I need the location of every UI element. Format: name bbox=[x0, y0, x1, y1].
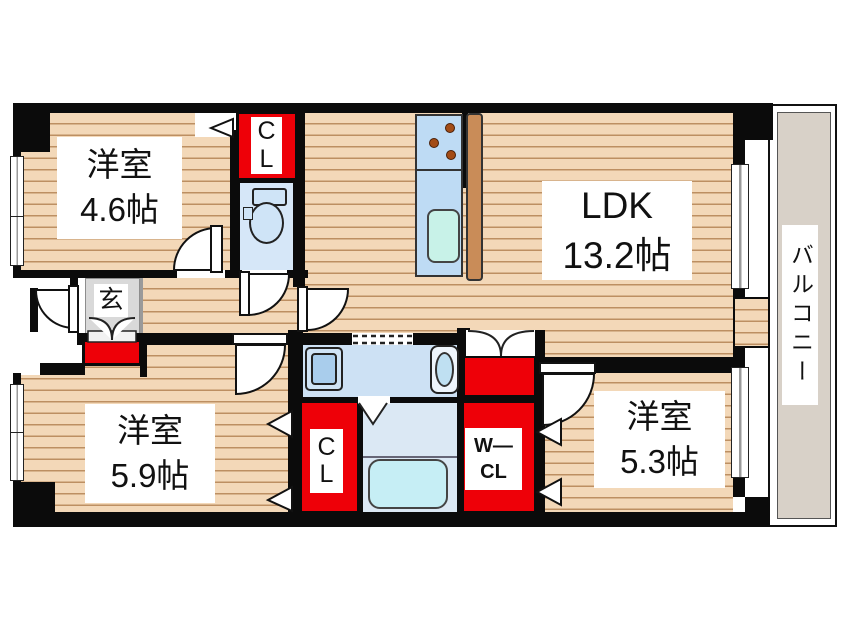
wall bbox=[287, 333, 352, 345]
bathtub-icon bbox=[368, 459, 448, 509]
wall bbox=[40, 363, 85, 375]
walk-in-closet-label: W― CL bbox=[465, 428, 522, 490]
shoe-cabinet-box bbox=[82, 339, 142, 366]
closet-label-text: C bbox=[257, 117, 276, 145]
window bbox=[10, 156, 24, 217]
wall bbox=[13, 270, 177, 278]
wall bbox=[545, 357, 595, 363]
closet-label-text: W― bbox=[474, 435, 513, 457]
closet-label-text: C bbox=[317, 432, 336, 461]
bathroom-divider-line bbox=[363, 456, 457, 458]
closet-label-text: CL bbox=[480, 461, 507, 483]
wall bbox=[70, 275, 78, 290]
closet-b-label: C L bbox=[310, 429, 343, 493]
vanity-basin bbox=[435, 352, 454, 387]
wall bbox=[460, 395, 540, 403]
stove-burner-icon bbox=[445, 123, 455, 133]
closet-label-text: L bbox=[259, 144, 274, 173]
door-leaf bbox=[232, 333, 288, 345]
room-size: 13.2帖 bbox=[562, 234, 672, 276]
toilet-bowl-icon bbox=[249, 202, 284, 244]
room-label-bedroom-a: 洋室 4.6帖 bbox=[57, 137, 182, 239]
wall bbox=[733, 287, 745, 297]
entrance-label-text: 玄 bbox=[98, 285, 124, 314]
room-name: 洋室 bbox=[117, 411, 183, 449]
room-name: 洋室 bbox=[86, 146, 153, 184]
wall bbox=[140, 333, 147, 377]
wall bbox=[595, 357, 745, 373]
closet-a-label: C L bbox=[251, 117, 282, 174]
window bbox=[10, 384, 24, 433]
balcony-partition-box bbox=[733, 297, 770, 348]
wall bbox=[230, 130, 240, 278]
room-size: 4.6帖 bbox=[80, 191, 159, 228]
window bbox=[10, 432, 24, 481]
room-name: LDK bbox=[581, 184, 653, 226]
room-label-ldk: LDK 13.2帖 bbox=[542, 181, 692, 280]
entrance-exterior-notch bbox=[13, 275, 83, 375]
wall bbox=[13, 103, 766, 113]
wall-corner bbox=[733, 103, 773, 140]
balcony-window-bedroom-c bbox=[731, 367, 749, 478]
wall bbox=[13, 478, 21, 484]
ldk-closet-box bbox=[462, 355, 537, 398]
stove-burner-icon bbox=[429, 138, 439, 148]
wall bbox=[357, 403, 363, 512]
room-size: 5.9帖 bbox=[110, 456, 190, 494]
washing-machine-drum bbox=[311, 353, 337, 385]
kitchen-counter-divider bbox=[416, 169, 462, 171]
wall bbox=[390, 397, 465, 403]
floor-hallway bbox=[140, 278, 305, 333]
window bbox=[10, 216, 24, 266]
wall bbox=[462, 113, 468, 188]
wall bbox=[13, 263, 21, 275]
wall bbox=[13, 512, 770, 527]
wall bbox=[733, 348, 745, 372]
wall-corner bbox=[13, 103, 50, 152]
wall-corner bbox=[13, 482, 55, 527]
wall-corner bbox=[745, 497, 770, 527]
room-size: 5.3帖 bbox=[620, 442, 699, 480]
closet-label-text: L bbox=[319, 460, 334, 488]
wall bbox=[733, 137, 745, 165]
entrance-step-line bbox=[140, 278, 143, 342]
wall bbox=[13, 373, 21, 385]
room-label-bedroom-c: 洋室 5.3帖 bbox=[594, 391, 725, 488]
room-label-bedroom-b: 洋室 5.9帖 bbox=[85, 404, 215, 503]
entrance-door-closed-bar bbox=[30, 288, 38, 332]
wall bbox=[733, 475, 745, 497]
balcony-label: バルコニー bbox=[782, 225, 818, 405]
entrance-label: 玄 bbox=[94, 284, 128, 317]
balcony-window-ldk bbox=[731, 164, 749, 289]
kitchen-bar-counter bbox=[466, 113, 483, 281]
balcony-label-text: バルコニー bbox=[787, 242, 814, 388]
kitchen-sink-icon bbox=[427, 209, 460, 263]
stove-burner-icon bbox=[446, 150, 456, 160]
wall bbox=[413, 333, 465, 345]
toilet-paper-holder bbox=[243, 207, 253, 220]
room-name: 洋室 bbox=[626, 397, 693, 435]
